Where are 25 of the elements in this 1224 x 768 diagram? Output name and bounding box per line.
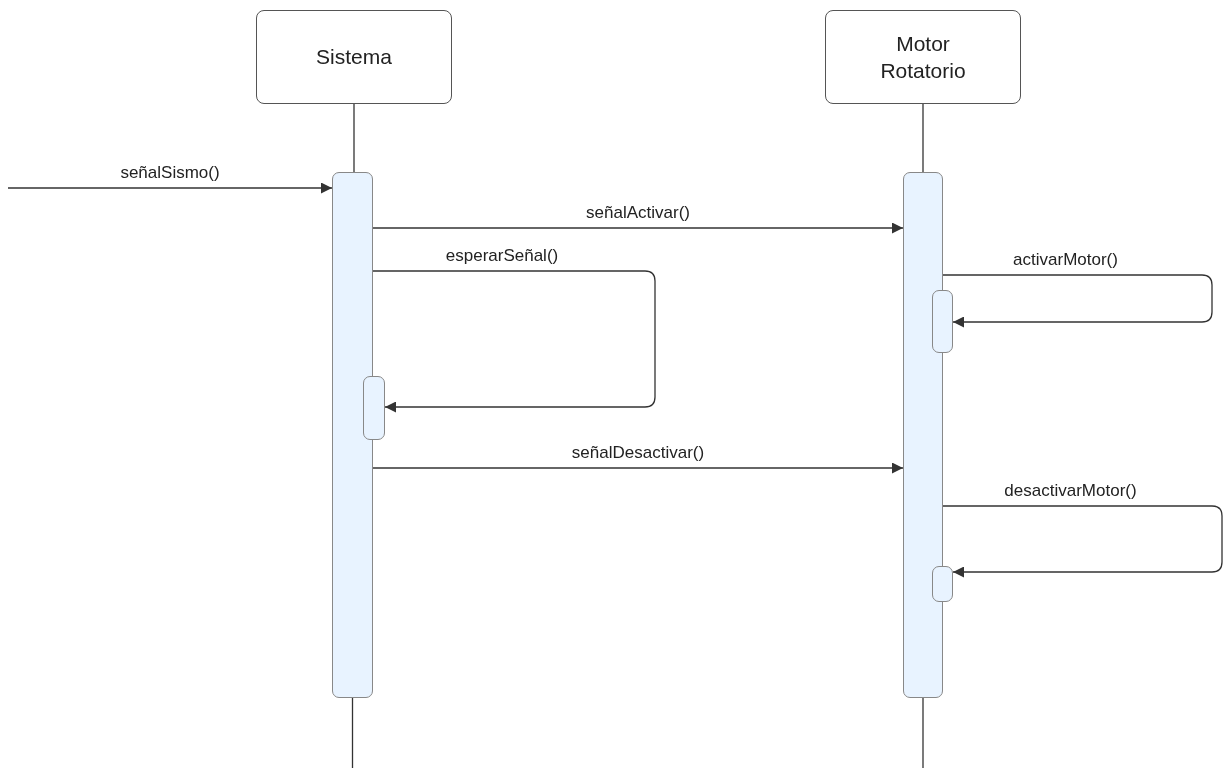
participant-name: Motor Rotatorio xyxy=(879,30,967,84)
message-label: esperarSeñal() xyxy=(443,246,561,266)
lifeline xyxy=(351,697,354,768)
message-arrow xyxy=(372,462,904,474)
message-arrow xyxy=(7,182,333,194)
message-arrow xyxy=(372,222,904,234)
message-label: señalSismo() xyxy=(118,163,222,183)
message-arrow xyxy=(372,270,656,413)
lifeline xyxy=(922,697,924,768)
message-label: activarMotor() xyxy=(1011,250,1120,270)
message-label: señalDesactivar() xyxy=(569,443,707,463)
activation-bar xyxy=(903,172,943,698)
participant-name: Sistema xyxy=(316,44,392,71)
message-arrow xyxy=(942,505,1223,578)
message-label: señalActivar() xyxy=(584,203,692,223)
activation-bar xyxy=(332,172,373,698)
lifeline xyxy=(922,103,924,173)
message-arrow xyxy=(942,274,1213,328)
activation-bar xyxy=(932,290,953,353)
lifeline-head-box xyxy=(825,10,1021,104)
activation-bar xyxy=(363,376,385,440)
lifeline xyxy=(353,103,355,173)
lifeline-head-box xyxy=(256,10,452,104)
message-label: desactivarMotor() xyxy=(1002,481,1139,501)
activation-bar xyxy=(932,566,953,602)
